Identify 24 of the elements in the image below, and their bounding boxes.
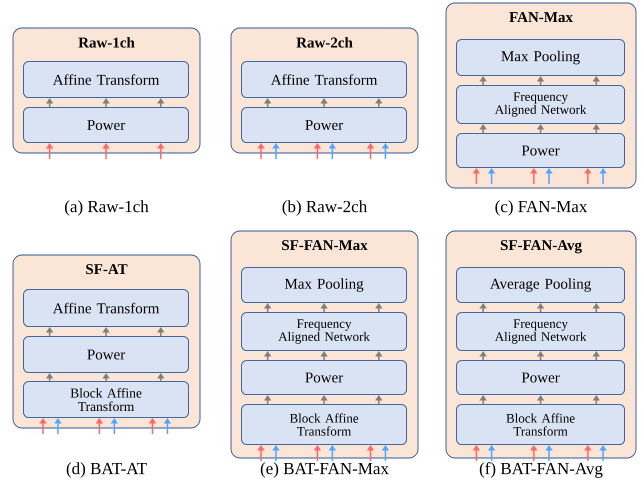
panel-caption: (a) Raw-1ch	[65, 200, 149, 216]
panel-caption: (d) BAT-AT	[66, 462, 147, 478]
process-box: Power	[241, 107, 407, 143]
process-box: Average Pooling	[456, 267, 626, 303]
process-box: Power	[456, 360, 626, 395]
process-box: Power	[23, 107, 189, 143]
process-box: Block Affine Transform	[23, 381, 189, 418]
process-box: Frequency Aligned Network	[456, 85, 626, 124]
panel-caption: (f) BAT-FAN-Avg	[480, 462, 603, 478]
panel-caption: (c) FAN-Max	[495, 200, 588, 216]
process-box: Power	[23, 336, 189, 373]
panel-caption: (e) BAT-FAN-Max	[260, 462, 389, 478]
panel-caption: (b) Raw-2ch	[282, 200, 367, 216]
process-box: Max Pooling	[241, 267, 407, 303]
process-box: Block Affine Transform	[241, 404, 407, 445]
process-box: Affine Transform	[23, 289, 189, 327]
process-box: Affine Transform	[241, 61, 407, 98]
process-box: Frequency Aligned Network	[241, 312, 407, 351]
process-box: Affine Transform	[23, 61, 189, 98]
process-box: Frequency Aligned Network	[456, 312, 626, 351]
process-box: Power	[456, 133, 626, 168]
process-box: Block Affine Transform	[456, 404, 626, 445]
process-box: Max Pooling	[456, 39, 626, 76]
process-box: Power	[241, 360, 407, 395]
